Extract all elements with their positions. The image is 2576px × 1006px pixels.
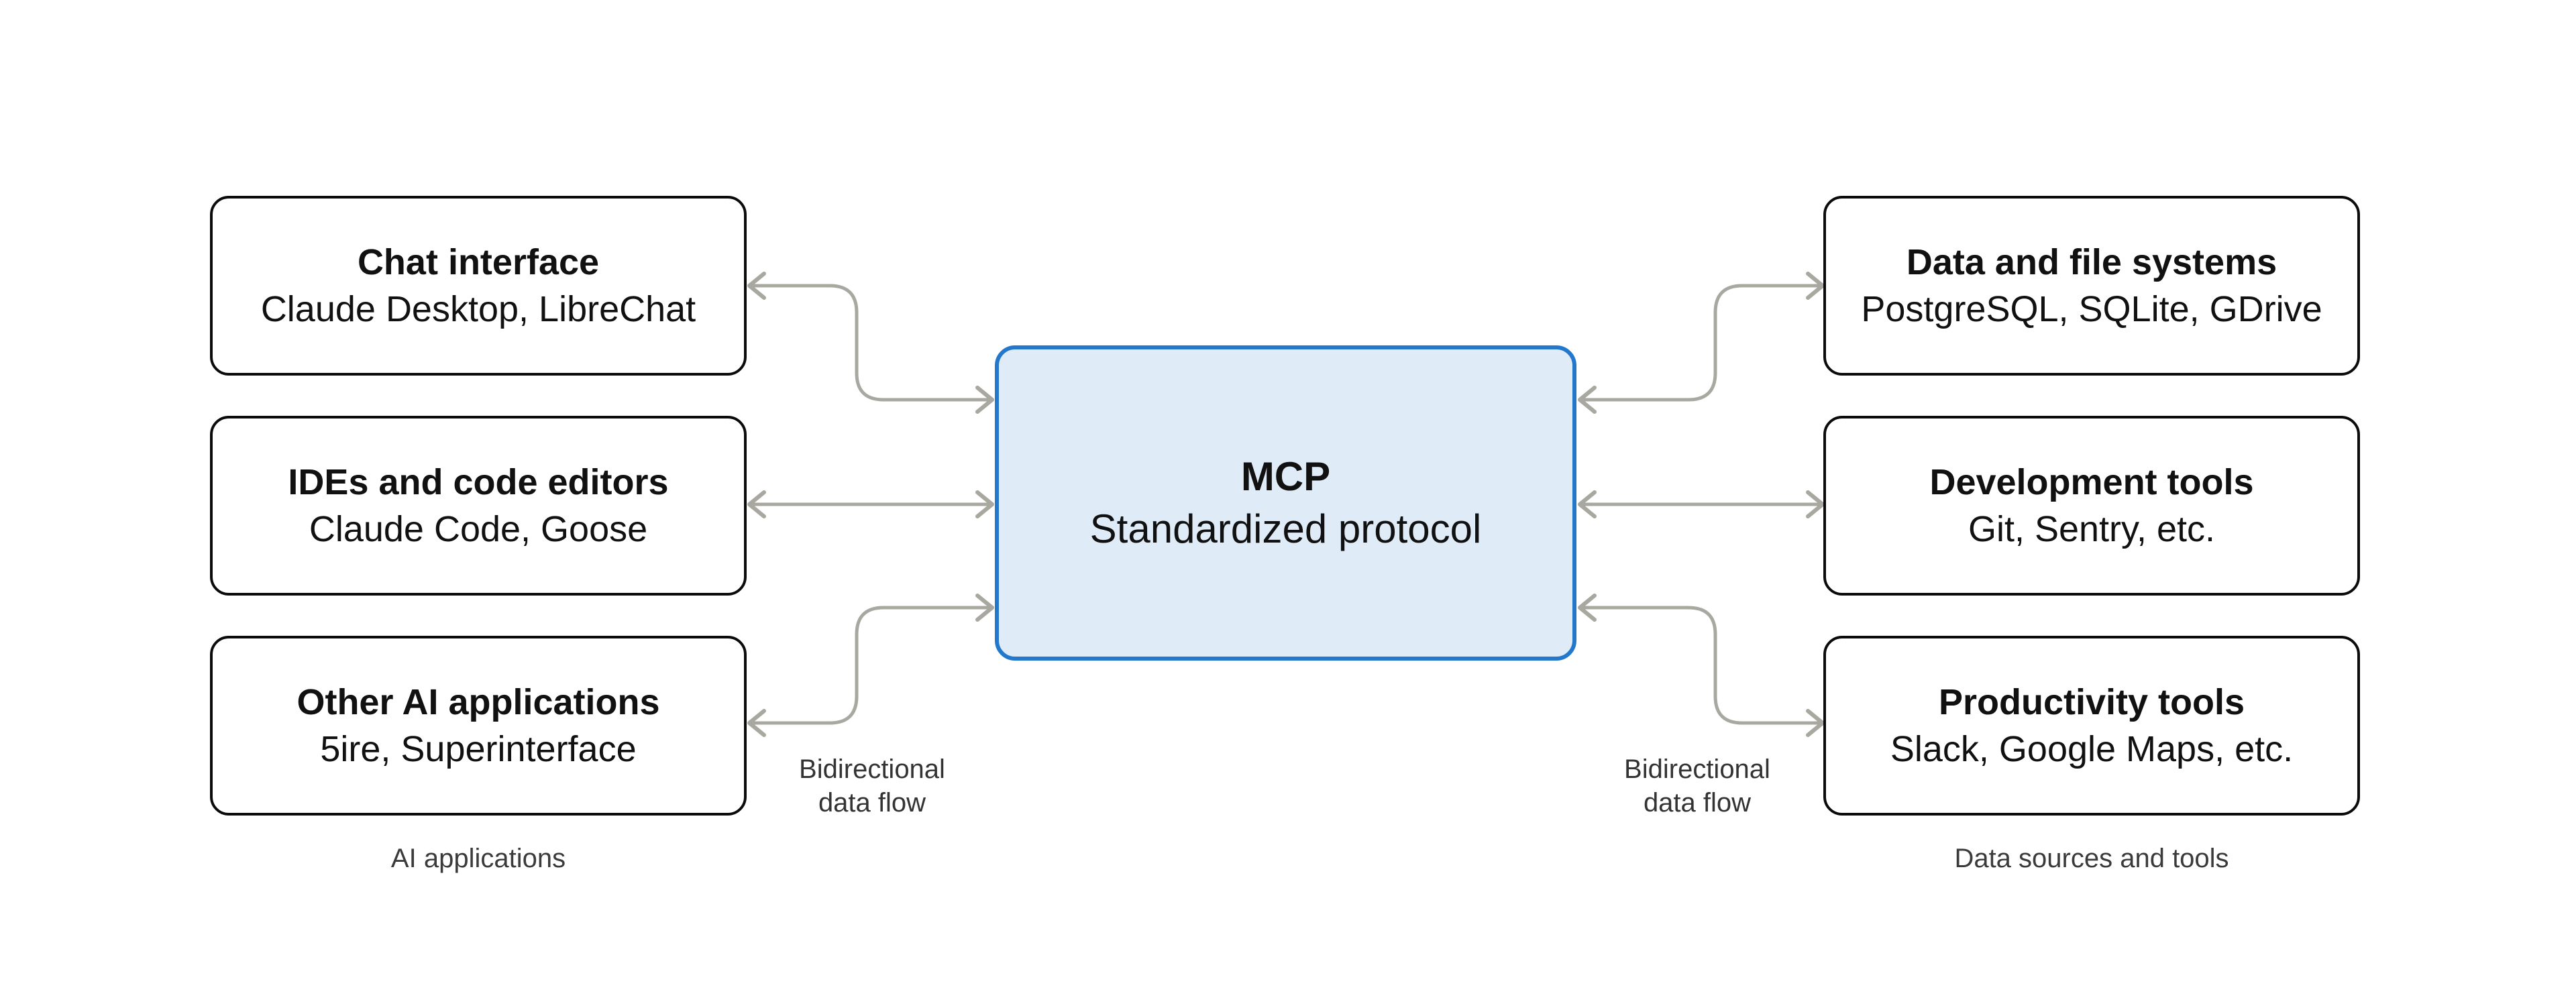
connector-other-ai-mcp-line: [750, 606, 991, 725]
caption-data-sources-tools: Data sources and tools: [1954, 844, 2229, 873]
arrowhead-right-icon: [1806, 490, 1825, 518]
box-title: Chat interface: [357, 242, 600, 282]
box-subtitle: 5ire, Superinterface: [320, 729, 637, 769]
box-subtitle: Git, Sentry, etc.: [1968, 509, 2216, 549]
arrowhead-left-icon: [1578, 490, 1597, 518]
arrowhead-left-icon: [1578, 594, 1597, 622]
box-subtitle: PostgreSQL, SQLite, GDrive: [1861, 289, 2322, 329]
box-productivity-tools: Productivity tools Slack, Google Maps, e…: [1823, 636, 2360, 816]
arrowhead-left-icon: [1578, 386, 1597, 414]
arrowhead-right-icon: [1806, 272, 1825, 300]
box-title: Productivity tools: [1938, 682, 2245, 722]
connector-other-ai-mcp: [747, 594, 994, 737]
arrowhead-right-icon: [975, 386, 994, 414]
connector-mcp-data-file-systems: [1578, 272, 1825, 414]
box-ides-code-editors: IDEs and code editors Claude Code, Goose: [210, 416, 747, 596]
box-development-tools: Development tools Git, Sentry, etc.: [1823, 416, 2360, 596]
arrowhead-left-icon: [747, 709, 766, 737]
connector-mcp-data-file-systems-line: [1580, 284, 1822, 402]
box-subtitle: Slack, Google Maps, etc.: [1890, 729, 2294, 769]
flow-label-line1: Bidirectional: [1624, 754, 1770, 784]
arrowhead-right-icon: [975, 490, 994, 518]
connector-chat-mcp: [747, 272, 994, 414]
caption-ai-applications: AI applications: [390, 844, 566, 873]
mcp-subtitle: Standardized protocol: [1089, 506, 1482, 551]
box-chat-interface: Chat interface Claude Desktop, LibreChat: [210, 196, 747, 376]
connector-mcp-productivity-tools: [1578, 594, 1825, 737]
arrowhead-left-icon: [747, 272, 766, 300]
box-data-file-systems: Data and file systems PostgreSQL, SQLite…: [1823, 196, 2360, 376]
mcp-title: MCP: [1240, 454, 1331, 499]
connector-mcp-productivity-tools-line: [1580, 606, 1822, 725]
connector-chat-mcp-line: [750, 284, 991, 402]
connector-ides-mcp: [747, 490, 994, 518]
flow-label-line1: Bidirectional: [799, 754, 945, 784]
arrowhead-left-icon: [747, 490, 766, 518]
arrowhead-right-icon: [975, 594, 994, 622]
box-title: Data and file systems: [1906, 242, 2277, 282]
flow-label-line2: data flow: [1643, 788, 1752, 818]
box-subtitle: Claude Code, Goose: [309, 509, 648, 549]
box-title: IDEs and code editors: [288, 462, 669, 502]
box-title: Development tools: [1929, 462, 2254, 502]
connector-mcp-development-tools: [1578, 490, 1825, 518]
flow-label-right: Bidirectional data flow: [1563, 752, 1831, 820]
flow-label-left: Bidirectional data flow: [738, 752, 1006, 820]
box-title: Other AI applications: [297, 682, 660, 722]
arrowhead-right-icon: [1806, 709, 1825, 737]
box-mcp: MCP Standardized protocol: [995, 345, 1576, 661]
box-other-ai-applications: Other AI applications 5ire, Superinterfa…: [210, 636, 747, 816]
box-subtitle: Claude Desktop, LibreChat: [260, 289, 696, 329]
flow-label-line2: data flow: [818, 788, 926, 818]
